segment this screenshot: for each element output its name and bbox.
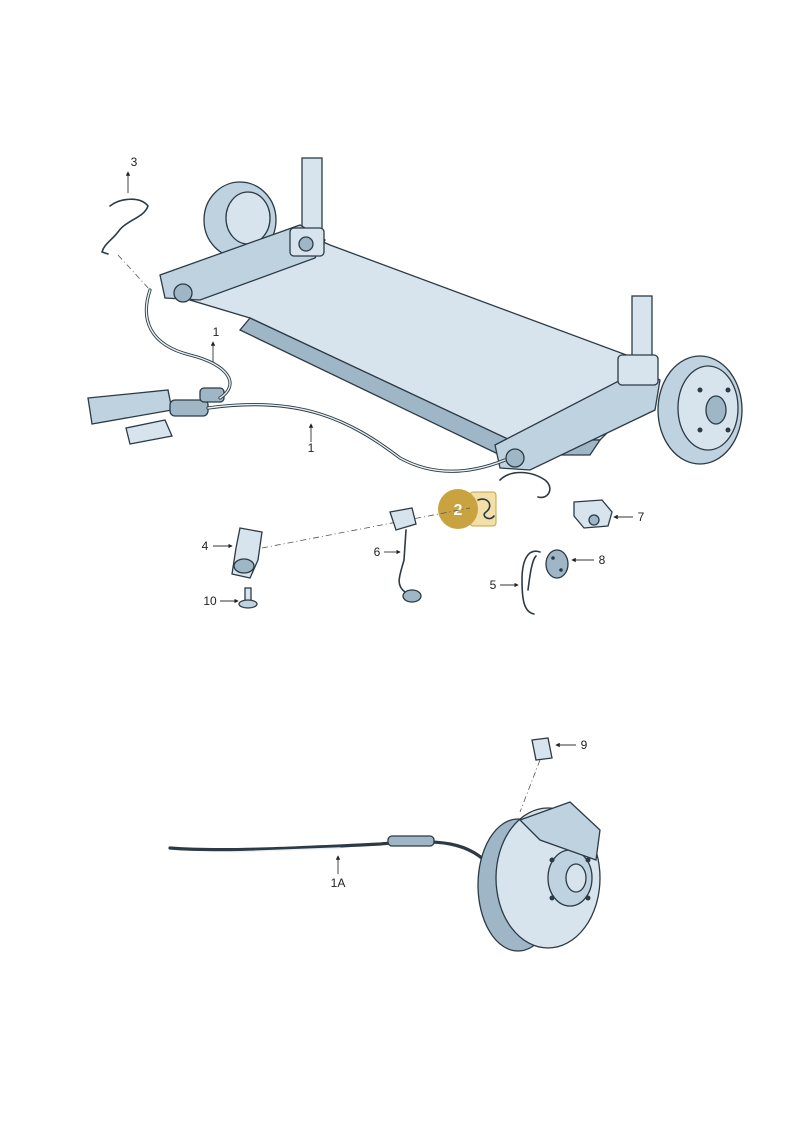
part-9-clip bbox=[531, 737, 553, 761]
label-part-9: 9 bbox=[581, 738, 588, 752]
assembly-line bbox=[261, 507, 471, 549]
part-8-disc bbox=[545, 549, 569, 579]
cable-sleeve bbox=[387, 835, 435, 847]
left-pivot-bushing bbox=[173, 283, 193, 303]
label-part-4: 4 bbox=[202, 539, 209, 553]
part-4-bracket bbox=[231, 507, 471, 579]
handbrake-lever-arm bbox=[87, 389, 173, 425]
part-5-spring bbox=[521, 550, 541, 615]
label-part-3: 3 bbox=[131, 155, 138, 169]
part-10-bolt bbox=[238, 587, 258, 609]
retaining-wire bbox=[499, 471, 551, 499]
wheel-stud bbox=[725, 427, 731, 433]
label-part-1-lower: 1 bbox=[308, 441, 315, 455]
handbrake-lever bbox=[87, 387, 225, 445]
rear-axle-assembly bbox=[159, 157, 743, 471]
part-7-clip bbox=[573, 499, 613, 529]
left-shock-bolt bbox=[298, 236, 314, 252]
backing-plate bbox=[518, 801, 601, 861]
label-part-7: 7 bbox=[638, 510, 645, 524]
right-shock-mount bbox=[617, 354, 659, 386]
left-trailing-arm bbox=[159, 224, 326, 301]
label-part-1-upper: 1 bbox=[213, 325, 220, 339]
handbrake-cables bbox=[144, 288, 507, 473]
assembly-line bbox=[117, 254, 151, 291]
wheel-stud bbox=[725, 387, 731, 393]
wheel-stud bbox=[697, 387, 703, 393]
lower-hub-center bbox=[565, 863, 587, 893]
left-shock-rod bbox=[301, 157, 323, 239]
cable-connector bbox=[169, 399, 209, 417]
part-2-highlight: 2 bbox=[438, 489, 497, 529]
label-part-1A: 1A bbox=[331, 876, 346, 890]
assembly-line bbox=[519, 759, 541, 813]
left-drum-face bbox=[225, 191, 271, 245]
cable-connector bbox=[199, 387, 225, 403]
handbrake-equalizer bbox=[125, 419, 173, 445]
part-6-adjuster bbox=[389, 507, 422, 603]
label-part-5: 5 bbox=[490, 578, 497, 592]
part-2-badge bbox=[438, 489, 478, 529]
part-3-clip bbox=[101, 198, 151, 291]
right-pivot-bushing bbox=[505, 448, 525, 468]
wheel-stud bbox=[697, 427, 703, 433]
cable-1A bbox=[168, 839, 494, 870]
right-hub bbox=[705, 395, 727, 425]
lower-brake-assembly bbox=[168, 737, 601, 952]
label-part-8: 8 bbox=[599, 553, 606, 567]
label-part-6: 6 bbox=[374, 545, 381, 559]
label-part-10: 10 bbox=[203, 594, 217, 608]
